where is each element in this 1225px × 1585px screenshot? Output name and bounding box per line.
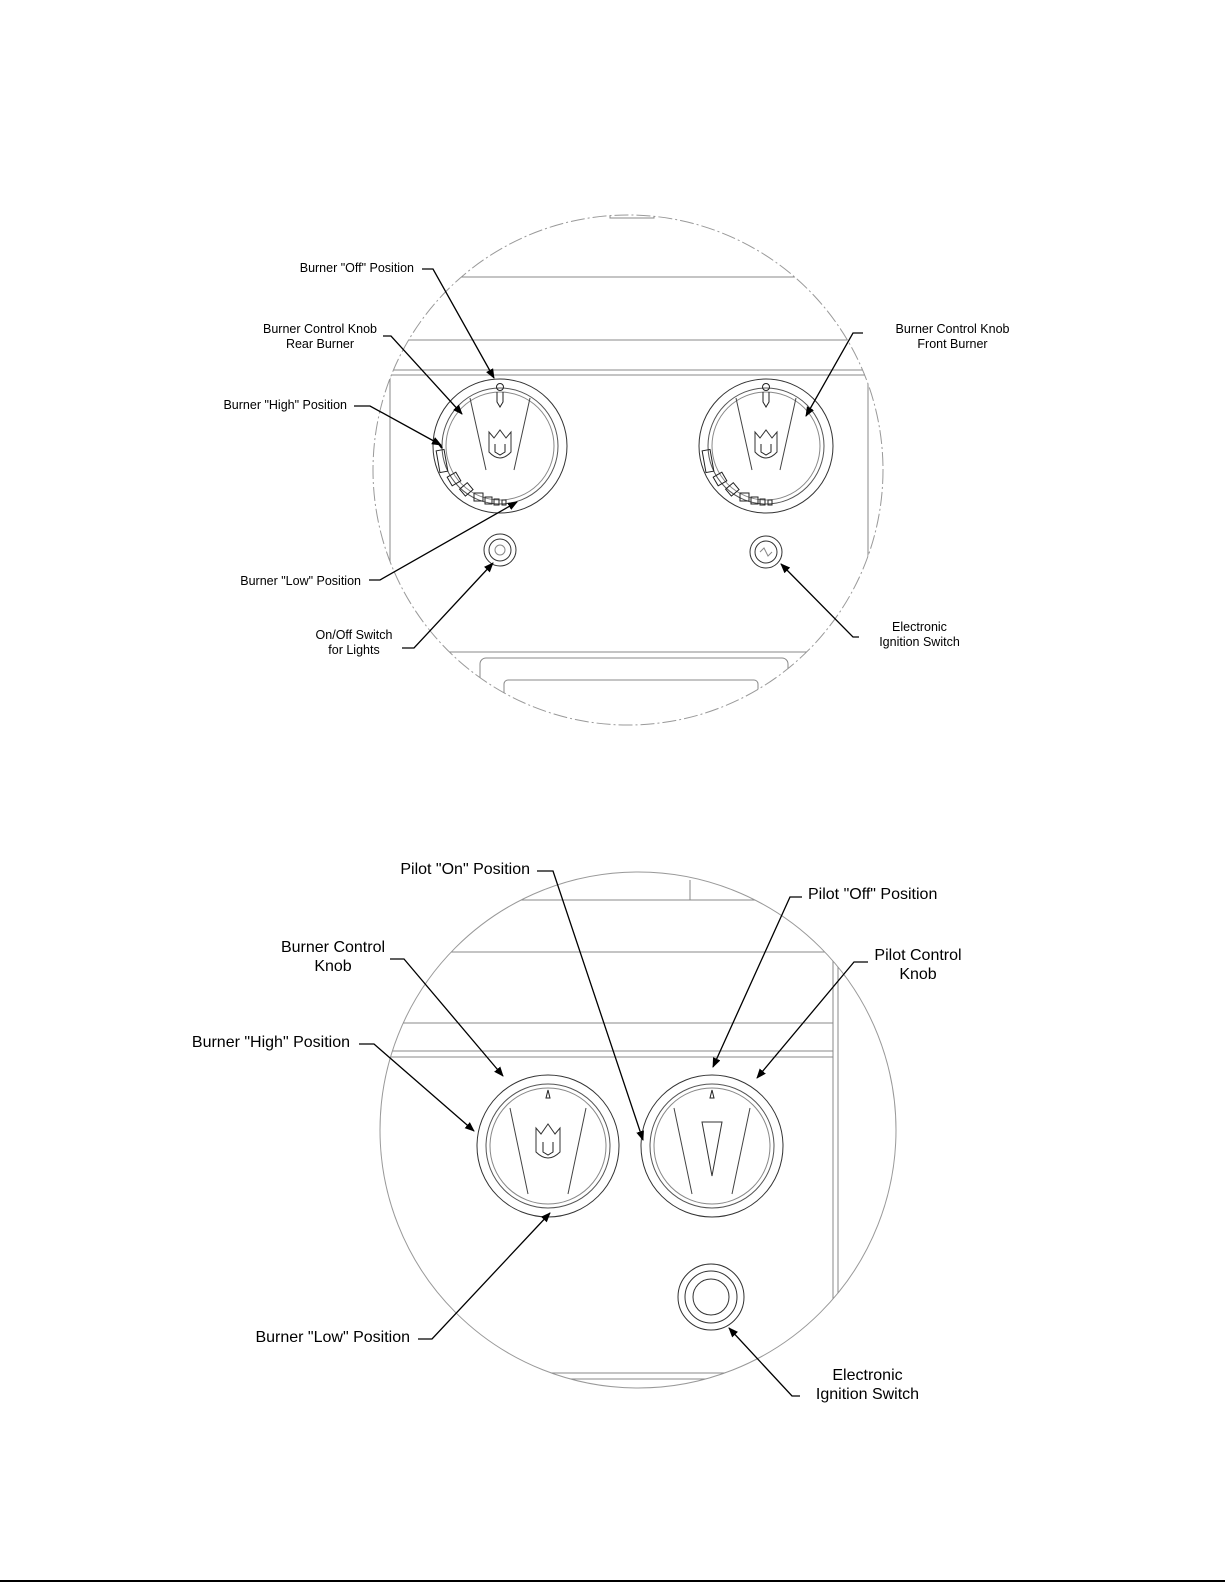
label-text: Burner "High" Position	[223, 398, 347, 412]
label-line-2: Rear Burner	[285, 336, 355, 351]
top-ignition-switch	[749, 535, 783, 569]
top-panel-lines	[373, 215, 883, 725]
bottom-detail-view	[359, 870, 897, 1397]
top-leader-lines	[354, 268, 863, 649]
label-line-2: Knob	[314, 957, 352, 975]
label-text: Burner "Off" Position	[299, 261, 414, 275]
bottom-label-burner-low-position: Burner "Low" Position	[255, 1329, 410, 1348]
bottom-label-burner-control-knob: Burner Control Knob	[268, 939, 398, 977]
label-line-1: Pilot Control	[874, 947, 962, 964]
label-line-2: for Lights	[328, 642, 380, 657]
label-line-1: Burner Control Knob	[263, 322, 377, 336]
top-rear-burner-knob	[432, 378, 568, 514]
bottom-label-burner-high-position: Burner "High" Position	[192, 1034, 350, 1053]
top-front-burner-knob	[698, 378, 834, 514]
bottom-detail-circle	[379, 871, 897, 1389]
label-line-1: Electronic	[892, 620, 947, 634]
top-label-burner-high-position: Burner "High" Position	[223, 398, 347, 413]
top-detail-circle	[372, 214, 884, 726]
top-label-burner-off-position: Burner "Off" Position	[300, 261, 414, 276]
label-line-2: Knob	[899, 965, 937, 983]
label-text: Pilot "On" Position	[400, 861, 530, 878]
label-line-2: Ignition Switch	[879, 634, 960, 649]
label-line-2: Front Burner	[917, 336, 988, 351]
top-label-electronic-ignition-switch: Electronic Ignition Switch	[862, 620, 977, 650]
top-label-burner-low-position: Burner "Low" Position	[240, 574, 361, 589]
top-label-burner-control-knob-rear: Burner Control Knob Rear Burner	[255, 322, 385, 352]
bottom-label-pilot-off-position: Pilot "Off" Position	[808, 886, 937, 905]
label-text: Burner "Low" Position	[255, 1329, 410, 1346]
bottom-label-electronic-ignition-switch: Electronic Ignition Switch	[800, 1367, 935, 1405]
label-line-1: Burner Control	[280, 939, 386, 956]
top-light-switch	[483, 533, 517, 567]
bottom-label-pilot-control-knob: Pilot Control Knob	[858, 947, 978, 985]
bottom-leader-lines	[359, 870, 868, 1397]
top-label-on-off-switch: On/Off Switch for Lights	[304, 628, 404, 658]
label-text: Burner "High" Position	[191, 1034, 350, 1051]
label-line-1: Electronic	[832, 1367, 903, 1384]
top-label-burner-control-knob-front: Burner Control Knob Front Burner	[885, 322, 1020, 352]
top-detail-view	[354, 214, 884, 726]
label-line-1: On/Off Switch	[315, 628, 393, 642]
page-bottom-rule	[0, 1580, 1225, 1582]
label-text: Pilot "Off" Position	[808, 886, 938, 903]
bottom-label-pilot-on-position: Pilot "On" Position	[400, 861, 530, 880]
label-text: Burner "Low" Position	[240, 574, 361, 588]
bottom-ignition-switch	[677, 1263, 745, 1331]
bottom-pilot-knob	[640, 1074, 784, 1218]
label-line-2: Ignition Switch	[815, 1385, 920, 1403]
label-line-1: Burner Control Knob	[895, 322, 1010, 336]
bottom-burner-knob	[476, 1074, 620, 1218]
